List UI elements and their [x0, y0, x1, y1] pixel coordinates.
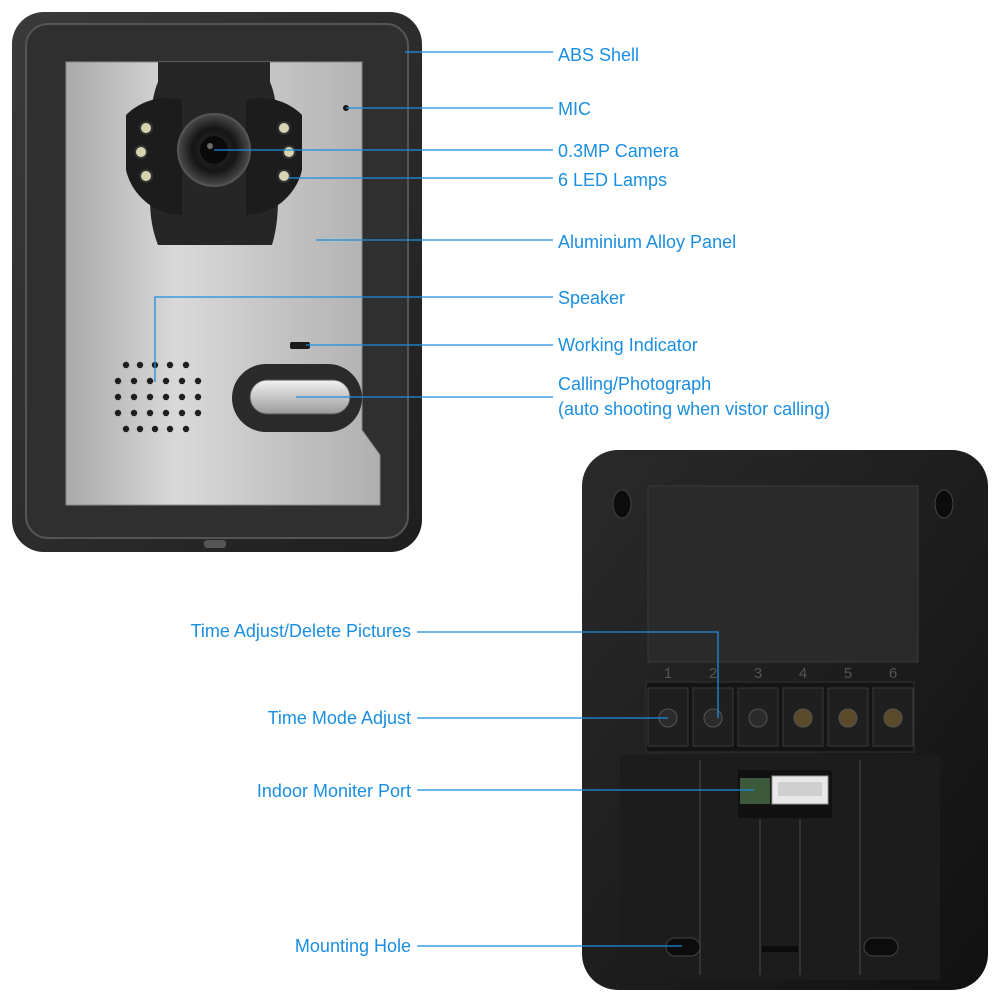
terminal-screw[interactable] [748, 708, 768, 728]
label-indoor-monitor-port: Indoor Moniter Port [256, 781, 411, 801]
led-lamps [134, 121, 296, 183]
speaker-hole [162, 377, 170, 385]
terminal-number: 3 [754, 665, 762, 682]
leader-lines [154, 51, 754, 947]
speaker-hole [136, 361, 144, 369]
speaker-hole [182, 361, 190, 369]
speaker-hole [178, 377, 186, 385]
speaker-hole [194, 409, 202, 417]
pcb [740, 778, 770, 804]
label-working-indicator: Working Indicator [558, 335, 698, 355]
back-cover-plate [647, 485, 919, 663]
label-speaker: Speaker [558, 288, 626, 308]
terminal-number: 4 [799, 665, 807, 682]
speaker-hole [146, 409, 154, 417]
label-time-mode-adjust: Time Mode Adjust [267, 708, 411, 728]
speaker-hole [114, 393, 122, 401]
terminal-screw[interactable] [793, 708, 813, 728]
speaker-hole [182, 425, 190, 433]
speaker-hole [136, 425, 144, 433]
terminal-screw[interactable] [838, 708, 858, 728]
terminal-number: 6 [889, 665, 897, 682]
label-aluminium-panel: Aluminium Alloy Panel [558, 232, 737, 252]
label-led-lamps: 6 LED Lamps [558, 170, 668, 190]
label-abs-shell: ABS Shell [558, 45, 640, 65]
front-doorbell-unit [12, 12, 422, 552]
speaker-hole [151, 425, 159, 433]
label-mounting-hole: Mounting Hole [294, 936, 411, 956]
terminal-number: 5 [844, 665, 852, 682]
speaker-hole [130, 409, 138, 417]
label-time-adjust-delete: Time Adjust/Delete Pictures [190, 621, 411, 641]
back-doorbell-unit: 1 2 3 4 5 6 [582, 450, 988, 990]
label-camera: 0.3MP Camera [558, 141, 679, 161]
speaker-hole [122, 425, 130, 433]
speaker-hole [166, 425, 174, 433]
terminal-number: 2 [709, 665, 717, 682]
terminal-screws [647, 687, 914, 747]
label-calling-photograph: Calling/Photograph [558, 374, 712, 394]
speaker-hole [130, 393, 138, 401]
speaker-hole [166, 361, 174, 369]
terminal-number: 1 [664, 665, 672, 682]
speaker-hole [162, 409, 170, 417]
speaker-hole [146, 393, 154, 401]
speaker-hole [114, 377, 122, 385]
terminal-block [645, 681, 915, 753]
speaker-hole [178, 409, 186, 417]
speaker-hole [162, 393, 170, 401]
terminal-screw[interactable] [883, 708, 903, 728]
speaker-hole [178, 393, 186, 401]
speaker-hole [146, 377, 154, 385]
label-auto-shooting: (auto shooting when vistor calling) [558, 399, 831, 419]
speaker-hole [122, 361, 130, 369]
speaker-hole [130, 377, 138, 385]
mounting-hole [665, 937, 701, 957]
label-mic: MIC [558, 99, 591, 119]
terminal-numbers: 1 2 3 4 5 6 [664, 665, 897, 682]
terminal-screw[interactable] [703, 708, 723, 728]
speaker-hole [114, 409, 122, 417]
working-indicator [290, 342, 310, 349]
speaker-hole [194, 393, 202, 401]
speaker-grille [114, 361, 202, 433]
speaker-hole [194, 377, 202, 385]
